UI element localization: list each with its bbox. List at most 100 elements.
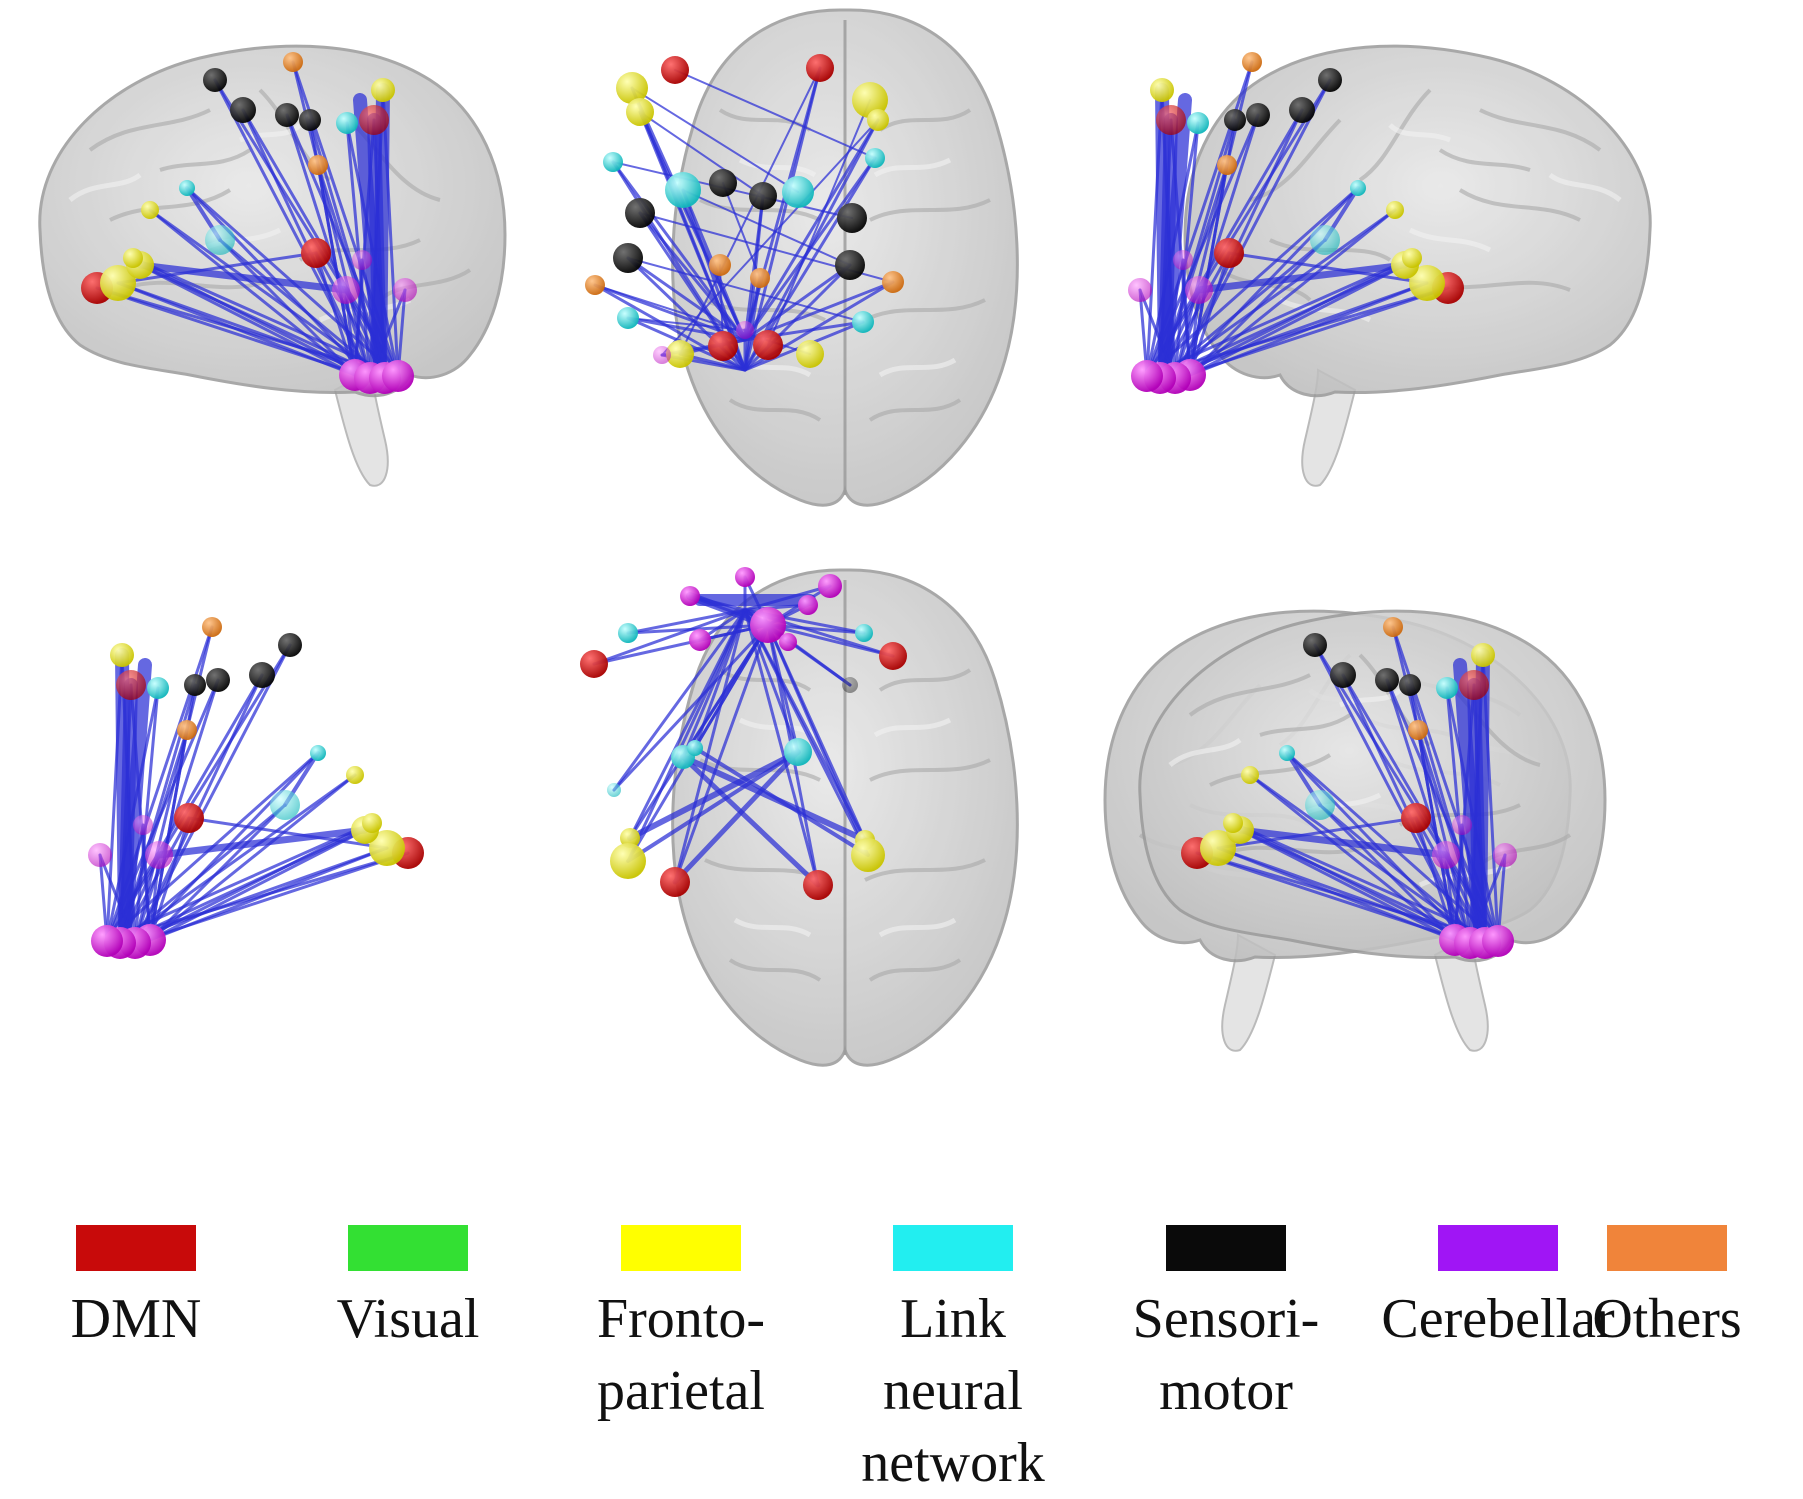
legend-label-line: Visual xyxy=(336,1288,480,1350)
connection-edge xyxy=(626,623,770,635)
fronto-parietal-node xyxy=(796,340,824,368)
legend-item-cerebellar: Cerebellar xyxy=(1362,1215,1634,1355)
connection-edge xyxy=(766,623,870,857)
fronto-parietal-node xyxy=(1409,265,1445,301)
connection-edge xyxy=(1414,816,1457,942)
connection-edge xyxy=(131,256,372,380)
legend-label: DMN xyxy=(0,1283,272,1355)
connection-edge xyxy=(743,156,877,342)
connection-edge xyxy=(1160,88,1177,380)
sensorimotor-node xyxy=(1246,103,1270,127)
fronto-parietal-node xyxy=(1150,78,1174,102)
cerebellar-node xyxy=(352,250,372,270)
fronto-parietal-node xyxy=(666,340,694,368)
cerebellar-node xyxy=(393,278,417,302)
connection-edge xyxy=(1444,853,1487,945)
sensorimotor-node xyxy=(1289,97,1315,123)
connection-edge xyxy=(1416,728,1487,945)
connection-edge xyxy=(133,643,292,945)
others-node xyxy=(585,275,605,295)
connection-edge xyxy=(1468,653,1485,945)
dmn-node xyxy=(708,331,738,361)
fronto-parietal-node xyxy=(867,109,889,131)
legend-label-line: network xyxy=(861,1432,1045,1494)
legend-swatch xyxy=(76,1225,196,1271)
fronto-parietal-node xyxy=(1402,248,1422,268)
link-neural-node xyxy=(1187,112,1209,134)
cerebellar-node xyxy=(689,629,711,651)
network-nodes xyxy=(81,52,1517,959)
fronto-parietal-node xyxy=(1386,201,1404,219)
connection-edge xyxy=(1460,823,1487,945)
link-neural-node xyxy=(147,677,169,699)
legend-swatch xyxy=(1607,1225,1727,1271)
legend-swatch xyxy=(348,1225,468,1271)
link-neural-node xyxy=(782,176,814,208)
connection-edge xyxy=(368,88,385,380)
connection-edge xyxy=(612,623,770,792)
connection-edge xyxy=(639,111,764,197)
connection-edge xyxy=(141,823,152,942)
legend-label: Others xyxy=(1531,1283,1803,1355)
dmn-node xyxy=(1401,803,1431,833)
dmn-node xyxy=(1214,238,1244,268)
cerebellar-node xyxy=(653,346,671,364)
legend-label-line: parietal xyxy=(597,1360,765,1422)
connection-edge xyxy=(627,749,801,841)
legend-label: Sensori-motor xyxy=(1090,1283,1362,1427)
connection-edge xyxy=(1158,288,1201,380)
fronto-parietal-node xyxy=(110,643,134,667)
cerebellar-node xyxy=(1432,841,1460,869)
connection-edge xyxy=(1145,121,1200,378)
others-node xyxy=(1217,155,1237,175)
dmn-node xyxy=(1459,670,1489,700)
link-neural-node xyxy=(179,180,195,196)
legend-label-line: Link xyxy=(900,1288,1006,1350)
cerebellar-node xyxy=(680,586,700,606)
link-neural-node xyxy=(865,148,885,168)
connection-edge xyxy=(1472,683,1487,945)
connection-edge xyxy=(1195,261,1409,294)
connection-edge xyxy=(661,119,879,356)
fronto-parietal-node xyxy=(616,72,648,104)
link-neural-node xyxy=(1310,225,1340,255)
others-node xyxy=(1383,617,1403,637)
fronto-parietal-node xyxy=(369,830,405,866)
fronto-parietal-node xyxy=(362,813,382,833)
fronto-parietal-node xyxy=(626,98,654,126)
sensorimotor-node xyxy=(1224,109,1246,131)
sensorimotor-node xyxy=(1318,68,1342,92)
connection-edge xyxy=(1231,821,1472,945)
connection-edge xyxy=(105,686,160,943)
legend-label-line: Sensori- xyxy=(1132,1288,1320,1350)
connection-edge xyxy=(1236,826,1450,859)
legend-swatch xyxy=(621,1225,741,1271)
connection-edge xyxy=(148,773,357,942)
fronto-parietal-node xyxy=(620,828,640,848)
connection-edge xyxy=(148,728,189,942)
connection-edge xyxy=(314,251,357,377)
cerebellar-node xyxy=(1128,278,1152,302)
legend-item-visual: Visual xyxy=(272,1215,544,1355)
dmn-node xyxy=(806,54,834,82)
connection-edge xyxy=(148,208,357,377)
connection-edge xyxy=(136,261,350,294)
cerebellar-node xyxy=(1493,843,1517,867)
cerebellar-node xyxy=(1173,250,1193,270)
link-neural-node xyxy=(205,225,235,255)
connection-edge xyxy=(218,238,357,377)
cerebellar-node xyxy=(133,815,153,835)
connection-edge xyxy=(1188,263,1407,377)
sensorimotor-node xyxy=(206,668,230,692)
fronto-parietal-node xyxy=(346,766,364,784)
fronto-parietal-node xyxy=(1241,766,1259,784)
fronto-parietal-node xyxy=(371,78,395,102)
fronto-parietal-node xyxy=(610,843,646,879)
connection-edge xyxy=(345,121,400,378)
cerebellar-node xyxy=(1131,360,1163,392)
dmn-node xyxy=(174,803,204,833)
cerebellar-node xyxy=(145,841,173,869)
connection-edge xyxy=(593,283,747,342)
link-neural-node xyxy=(270,790,300,820)
